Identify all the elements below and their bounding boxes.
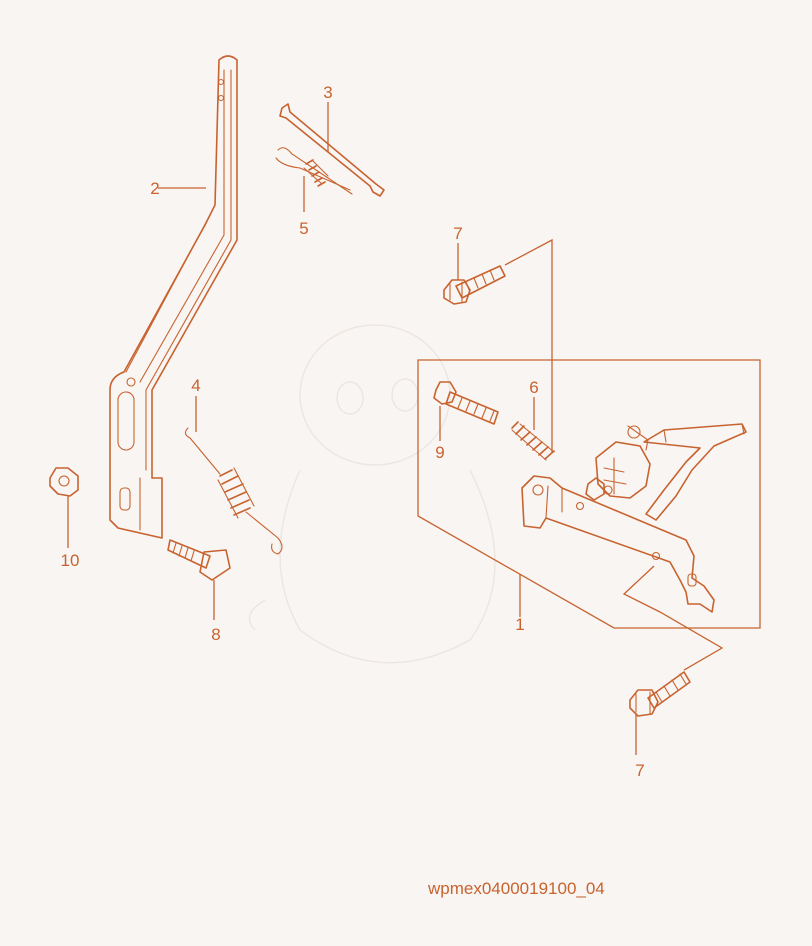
part-1-bracket <box>521 423 747 613</box>
part-6-spring <box>511 421 555 461</box>
part-2-lever <box>109 55 238 539</box>
part-9-bolt <box>433 381 499 425</box>
callout-7-top: 7 <box>453 224 462 243</box>
callout-9: 9 <box>435 443 444 462</box>
callout-8: 8 <box>211 625 220 644</box>
callout-10: 10 <box>61 551 80 570</box>
callout-7-bottom: 7 <box>635 761 644 780</box>
callout-3: 3 <box>323 83 332 102</box>
part-10-nut <box>49 467 79 497</box>
callout-labels: 1 2 3 4 5 6 7 7 8 9 10 <box>61 83 645 780</box>
part-7-bolt-bottom <box>629 671 691 717</box>
callout-6: 6 <box>529 378 538 397</box>
part-7-bolt-top <box>443 265 506 305</box>
part-5-spring <box>275 147 353 195</box>
part-8-bolt <box>167 539 231 581</box>
callout-2: 2 <box>150 179 159 198</box>
background-watermark <box>248 324 496 664</box>
diagram-reference-code: wpmex0400019100_04 <box>427 879 605 898</box>
leader-lines <box>67 102 761 755</box>
part-4-spring <box>184 427 283 555</box>
callout-4: 4 <box>191 376 200 395</box>
part-3-rod <box>279 103 385 197</box>
callout-1: 1 <box>515 615 524 634</box>
callout-5: 5 <box>299 219 308 238</box>
